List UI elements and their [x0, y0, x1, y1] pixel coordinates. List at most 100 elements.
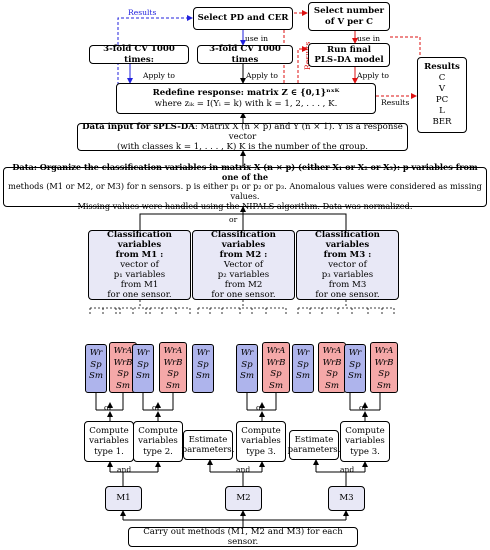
or-label-1: or — [104, 403, 113, 412]
compute2-line2: variables — [138, 436, 178, 447]
feature-sm: Sm — [376, 380, 392, 391]
data-organize-line-1: Data: Organize the classification variab… — [12, 161, 478, 182]
feature-sm: Sm — [135, 371, 151, 382]
feature-red-m3-b: WrA WrB Sp Sm — [370, 342, 398, 393]
or-label-4: or — [359, 403, 368, 412]
feature-blue-m1-a: Wr Sp Sm — [85, 344, 107, 393]
feature-red-m1-b: WrA WrB Sp Sm — [159, 342, 187, 393]
classification-m3-line-3: from M3 — [328, 280, 367, 291]
compute1-line3: type 1. — [94, 446, 124, 457]
estimate-m2-line2: parameters. — [181, 445, 235, 455]
data-organize-box: Data: Organize the classification variab… — [3, 162, 487, 210]
feature-red-m2: WrA WrB Sp Sm — [262, 342, 290, 393]
feature-sp: Sp — [378, 369, 390, 380]
compute2-line1: Compute — [138, 426, 178, 437]
classification-m2-title-2: from M2 : — [219, 249, 268, 260]
results-label-right: Results — [381, 98, 410, 107]
classification-m1-line-3: from M1 — [120, 280, 159, 291]
compute-variables-type1-box: Compute variables type 1. — [84, 421, 134, 462]
redefine-title: Redefine response — [152, 88, 241, 99]
feature-wrb: WrB — [322, 357, 342, 368]
feature-sm: Sm — [324, 380, 340, 391]
feature-sm: Sm — [88, 371, 104, 382]
feature-sp: Sp — [197, 359, 209, 370]
cv-left-box: 3-fold CV 1000 times: — [89, 44, 189, 65]
data-organize-line-2: methods (M1 or M2, or M3) for n sensors.… — [8, 181, 482, 201]
feature-wra: WrA — [374, 346, 394, 356]
or-label-2: or — [152, 403, 161, 412]
and-label-1: and — [117, 465, 132, 474]
feature-wr: Wr — [296, 348, 310, 358]
estimate-m3-line2: parameters. — [287, 445, 341, 455]
classification-m1-title-1: Classification variables — [107, 229, 172, 250]
feature-red-m3-a: WrA WrB Sp Sm — [318, 342, 346, 393]
compute3-m3-line1: Compute — [345, 426, 385, 437]
cv-mid-box: 3-fold CV 1000 times — [197, 44, 293, 65]
feature-sp: Sp — [117, 369, 129, 380]
compute1-line1: Compute — [89, 426, 129, 437]
classification-m3-title-2: from M3 : — [323, 249, 372, 260]
data-input-classes: (with classes k = 1, . . . , K) K is the… — [116, 142, 368, 153]
classification-m3-line-4: for one sensor. — [315, 290, 380, 301]
or-label-3: or — [256, 403, 265, 412]
feature-wrb: WrB — [163, 357, 183, 368]
feature-sm: Sm — [347, 371, 363, 382]
classification-m2-line-4: for one sensor. — [211, 290, 276, 301]
method-m1-label: M1 — [116, 493, 131, 504]
compute1-line2: variables — [89, 436, 129, 447]
compute3-m2-line1: Compute — [241, 426, 281, 437]
method-m3-box: M3 — [328, 486, 365, 511]
estimate-parameters-m2-box: Estimate parameters. — [181, 430, 235, 460]
feature-sp: Sp — [137, 359, 149, 370]
compute-variables-type3-m3-box: Compute variables type 3. — [340, 421, 390, 462]
feature-blue-m2: Wr Sp Sm — [192, 344, 214, 393]
results-box-title: Results — [424, 62, 460, 72]
cv-mid-text: 3-fold CV 1000 times — [209, 44, 281, 65]
redefine-matrix: : matrix Z ∈ {0,1}ⁿˣᴷ — [240, 88, 340, 99]
feature-wrb: WrB — [266, 357, 286, 368]
feature-wra: WrA — [322, 346, 342, 356]
carry-out-methods-box: Carry out methods (M1, M2 and M3) for ea… — [128, 527, 358, 547]
data-input-matrix: : Matrix X (n × p) and Y (n × 1). Y is a… — [194, 121, 403, 142]
feature-sm: Sm — [115, 380, 131, 391]
select-v-text-1: Select number — [313, 6, 385, 17]
method-m2-box: M2 — [225, 486, 262, 511]
feature-sm: Sm — [165, 380, 181, 391]
and-label-2: and — [236, 465, 251, 474]
feature-sp: Sp — [270, 369, 282, 380]
results-item-v: V — [438, 84, 446, 94]
results-item-pc: PC — [435, 95, 449, 105]
classification-m1-title-2: from M1 : — [115, 249, 164, 260]
feature-sm: Sm — [268, 380, 284, 391]
results-box: Results C V PC L BER — [417, 57, 467, 133]
feature-wra: WrA — [113, 346, 133, 356]
classification-m1-line-1: vector of — [120, 259, 159, 270]
classification-m1-box: Classification variables from M1 : vecto… — [88, 230, 191, 300]
compute-variables-type3-m2-box: Compute variables type 3. — [236, 421, 286, 462]
apply-to-label-1: Apply to — [143, 71, 175, 80]
feature-wr: Wr — [136, 348, 150, 358]
results-item-l: L — [439, 106, 445, 116]
results-label-blue: Results — [128, 8, 157, 17]
classification-m1-line-2: p₁ variables — [113, 270, 166, 281]
feature-sm: Sm — [239, 371, 255, 382]
feature-sp: Sp — [349, 359, 361, 370]
compute3-m2-line3: type 3. — [246, 446, 276, 457]
cv-left-text: 3-fold CV 1000 times: — [103, 44, 175, 65]
feature-sp: Sp — [90, 359, 102, 370]
feature-wr: Wr — [348, 348, 362, 358]
feature-blue-m3-b: Wr Sp Sm — [344, 344, 366, 393]
classification-m1-line-4: for one sensor. — [107, 290, 172, 301]
feature-wra: WrA — [163, 346, 183, 356]
feature-wr: Wr — [240, 348, 254, 358]
apply-to-label-2: Apply to — [246, 71, 278, 80]
results-item-c: C — [438, 73, 446, 83]
estimate-m3-line1: Estimate — [294, 434, 334, 445]
classification-m2-line-1: Vector of — [223, 259, 264, 270]
select-pd-cer-box: Select PD and CER — [193, 7, 293, 30]
use-in-label-2: use in — [357, 34, 381, 43]
feature-blue-m1-b: Wr Sp Sm — [132, 344, 154, 393]
select-pd-cer-text: Select PD and CER — [197, 13, 289, 24]
data-input-title: Data input for sPLS-DA — [82, 121, 195, 132]
method-m1-box: M1 — [105, 486, 142, 511]
